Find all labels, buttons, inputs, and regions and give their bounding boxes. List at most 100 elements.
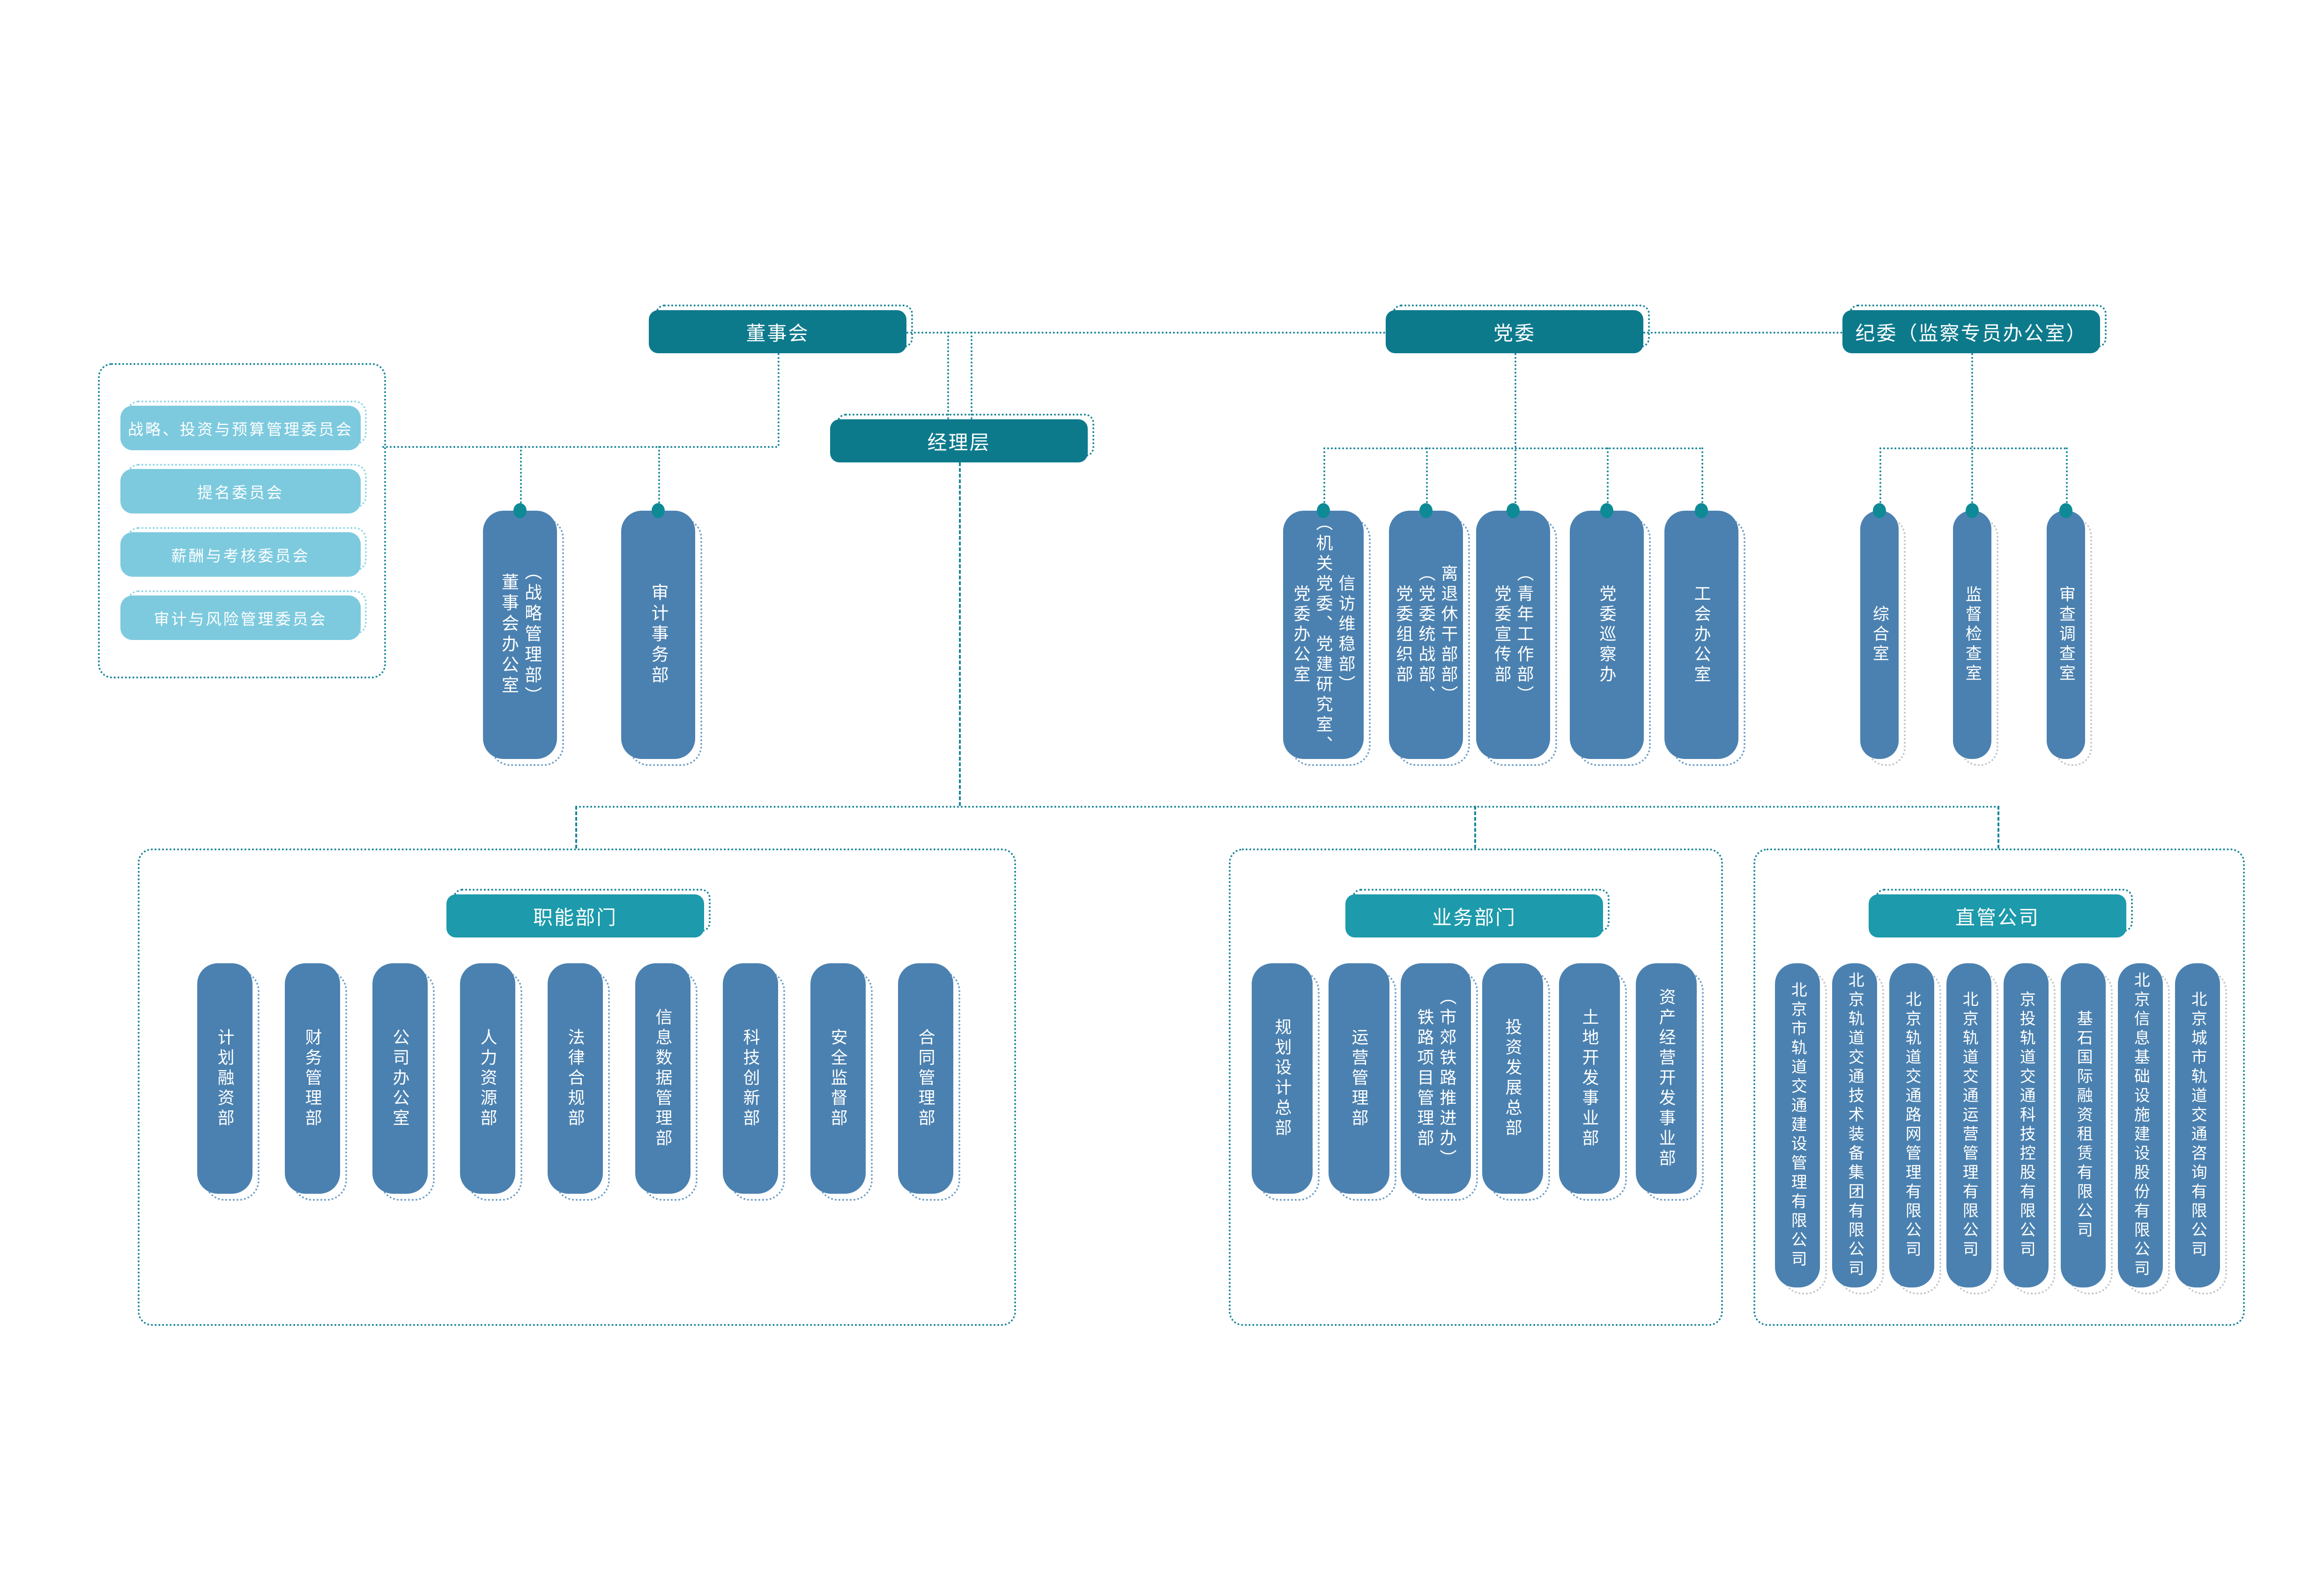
dept-column-label: 投资发展总部 [1503,1018,1522,1139]
dept-column: 董事会办公室（战略管理部） [483,503,564,766]
dept-column: 北京市轨道交通建设管理有限公司 [1775,963,1827,1294]
connector-disc-distributor [1879,447,2066,449]
dept-column: 党委组织部（党委统战部、离退休干部部） [1389,503,1470,766]
dept-column: 北京轨道交通技术装备集团有限公司 [1832,963,1884,1294]
connector-bottom-distributor [575,806,1997,808]
discipline-node-label: 纪委（监察专员办公室） [1855,322,2087,344]
dept-column-label: 京投轨道交通科技控股有限公司 [2017,991,2035,1260]
board-node: 董事会 [649,305,913,353]
section-business-label: 业务部门 [1432,906,1516,929]
dept-column: 党委巡察办 [1570,503,1651,766]
dept-column: 土地开发事业部 [1559,963,1627,1201]
dept-column-label: 工会办公室 [1692,584,1711,685]
dept-column-label: 北京轨道交通运营管理有限公司 [1960,991,1978,1260]
dept-column: 监督检查室 [1953,503,1998,766]
dept-column: 科技创新部 [723,963,785,1201]
dept-column: 北京轨道交通路网管理有限公司 [1889,963,1941,1294]
dept-column: 审查调查室 [2047,503,2092,766]
dept-column-label: 党委组织部（党委统战部、离退休干部部） [1394,564,1458,706]
dept-column-label: 合同管理部 [916,1028,936,1129]
management-node-label: 经理层 [927,431,991,454]
committee-item-label: 战略、投资与预算管理委员会 [128,420,353,438]
dept-column-label: 党委宣传部（青年工作部） [1492,564,1534,706]
connector-drop-subsidiaries [1997,806,1999,848]
dept-column: 审计事务部 [621,503,702,766]
dept-column-label: 安全监督部 [828,1028,848,1129]
section-subsidiaries-label: 直管公司 [1955,906,2040,929]
dept-column: 财务管理部 [285,963,347,1201]
dept-column-label: 财务管理部 [303,1028,322,1129]
connector-party-drop-1 [1323,447,1325,511]
dept-column: 投资发展总部 [1482,963,1550,1201]
connector-drop-management-b [971,332,973,419]
connector-party-discipline [1643,332,1842,334]
dept-column: 运营管理部 [1329,963,1396,1201]
section-subsidiaries-container [1753,848,2245,1326]
dept-column: 规划设计总部 [1252,963,1320,1201]
committee-item-label: 审计与风险管理委员会 [154,610,327,628]
connector-drop-management-a [947,332,949,419]
connector-dot [1317,503,1330,518]
connector-dot [1873,503,1886,518]
section-subsidiaries-header: 直管公司 [1869,889,2133,937]
dept-column-label: 科技创新部 [741,1028,760,1129]
connector-board-party [906,332,1386,334]
connector-dot [1600,503,1613,518]
dept-column: 工会办公室 [1664,503,1745,766]
dept-column: 北京城市轨道交通咨询有限公司 [2175,963,2227,1294]
dept-column-label: 法律合规部 [565,1028,585,1129]
dept-column-label: 党委办公室（机关党委、党建研究室、信访维稳部） [1291,514,1356,756]
dept-column-label: 土地开发事业部 [1580,1008,1599,1149]
connector-drop-audit-dept [658,446,660,511]
section-business-header: 业务部门 [1345,889,1610,937]
dept-column: 安全监督部 [810,963,873,1201]
connector-discipline-down [1971,353,1973,511]
connector-party-drop-4 [1607,447,1609,511]
section-business-container [1229,848,1723,1326]
dept-column-label: 铁路项目管理部（市郊铁路推进办） [1415,988,1457,1169]
discipline-node: 纪委（监察专员办公室） [1842,305,2107,353]
dept-column: 公司办公室 [372,963,435,1201]
dept-column-label: 董事会办公室（战略管理部） [499,563,542,707]
connector-dot [513,503,527,518]
connector-party-down [1515,353,1516,511]
dept-column-label: 审查调查室 [2057,586,2075,684]
connector-board-committees [382,446,778,448]
dept-column-label: 审计事务部 [649,583,668,686]
dept-column-label: 北京城市轨道交通咨询有限公司 [2189,991,2207,1260]
dept-column-label: 基石国际融资租赁有限公司 [2074,1010,2093,1241]
dept-column-label: 信息数据管理部 [653,1008,673,1149]
dept-column: 信息数据管理部 [635,963,698,1201]
connector-drop-functional [575,806,577,848]
section-functional-label: 职能部门 [533,906,617,929]
board-node-label: 董事会 [746,322,809,344]
section-functional-header: 职能部门 [446,889,711,937]
dept-column: 铁路项目管理部（市郊铁路推进办） [1401,963,1478,1201]
connector-board-down [778,353,780,446]
dept-column: 资产经营开发事业部 [1636,963,1704,1201]
dept-column-label: 运营管理部 [1349,1028,1369,1129]
dept-column-label: 人力资源部 [478,1028,497,1129]
dept-column-label: 资产经营开发事业部 [1656,988,1676,1169]
connector-drop-board-office [520,446,522,511]
connector-management-down [959,462,961,806]
dept-column-label: 规划设计总部 [1272,1018,1292,1139]
dept-column-label: 综合室 [1870,605,1889,664]
committee-item-label: 提名委员会 [197,484,284,501]
committee-item: 薪酬与考核委员会 [120,527,367,577]
connector-dot [1966,503,1979,518]
dept-column: 合同管理部 [898,963,960,1201]
dept-column: 北京信息基础设施建设股份有限公司 [2118,963,2170,1294]
dept-column: 基石国际融资租赁有限公司 [2061,963,2113,1294]
committee-item: 提名委员会 [120,464,367,513]
dept-column: 京投轨道交通科技控股有限公司 [2004,963,2056,1294]
dept-column: 人力资源部 [460,963,522,1201]
dept-column: 党委办公室（机关党委、党建研究室、信访维稳部） [1283,503,1371,766]
dept-column-label: 计划融资部 [215,1028,235,1129]
connector-dot [1695,503,1708,518]
connector-party-distributor [1323,447,1701,449]
section-functional-container [138,848,1016,1326]
dept-column-label: 北京轨道交通路网管理有限公司 [1903,991,1921,1260]
dept-column: 北京轨道交通运营管理有限公司 [1946,963,1998,1294]
